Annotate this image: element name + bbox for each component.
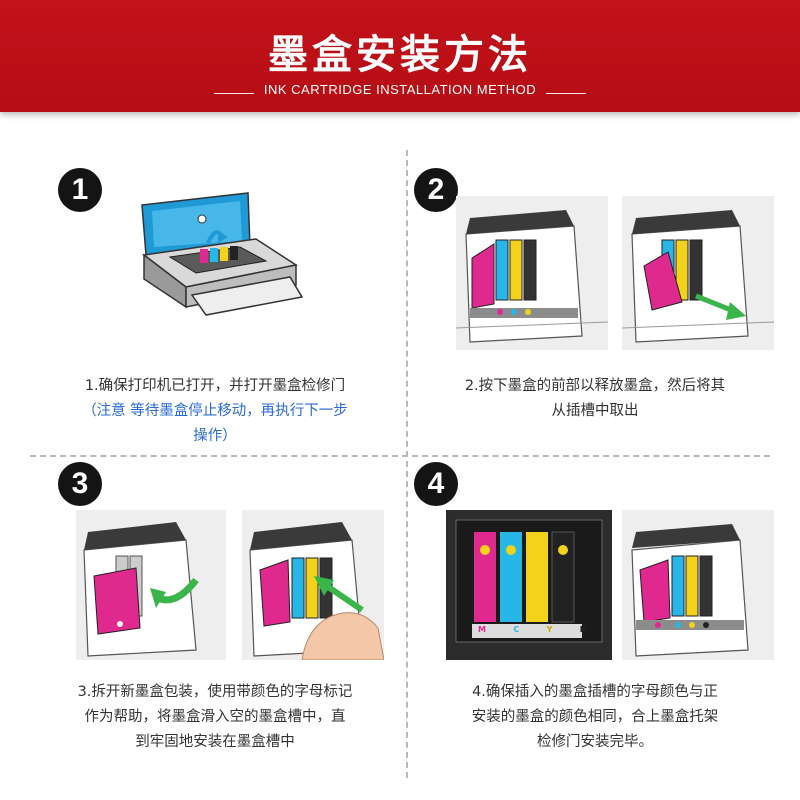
step-1-caption: 1.确保打印机已打开，并打开墨盒检修门 （注意 等待墨盒停止移动，再执行下一步 … [40, 374, 390, 449]
subtitle-line-left [214, 93, 254, 94]
cartridge-remove-illustration [622, 196, 774, 350]
step-2-number: 2 [414, 168, 458, 212]
header-banner: 墨盒安装方法 INK CARTRIDGE INSTALLATION METHOD [0, 0, 800, 112]
slot-label-c: C [513, 625, 520, 634]
slot-label-y: Y [546, 625, 553, 634]
vertical-divider [406, 150, 408, 778]
step-1-line-1: 1.确保打印机已打开，并打开墨盒检修门 [84, 378, 346, 394]
slot-label-k: K [579, 625, 586, 634]
slot-letter-labels: M C Y K [478, 625, 586, 634]
step-4-line-1: 4.确保插入的墨盒插槽的字母颜色与正 [472, 684, 718, 700]
step-3-line-3: 到牢固地安装在墨盒槽中 [135, 734, 295, 750]
step-4-line-3: 检修门安装完毕。 [537, 734, 653, 750]
insert-cartridge-illustration-2 [242, 510, 384, 660]
step-4-number: 4 [414, 462, 458, 506]
installed-cartridges-photo: M C Y K [446, 510, 612, 660]
horizontal-divider [30, 455, 770, 457]
insert-cartridge-illustration-1 [76, 510, 226, 660]
step-3-line-1: 3.拆开新墨盒包装，使用带颜色的字母标记 [77, 684, 353, 700]
step-2-line-1: 2.按下墨盒的前部以释放墨盒，然后将其 [464, 378, 726, 394]
cartridge-release-illustration [456, 196, 608, 350]
step-1-number: 1 [58, 168, 102, 212]
slot-label-m: M [478, 625, 486, 634]
step-2-caption: 2.按下墨盒的前部以释放墨盒，然后将其 从插槽中取出 [420, 374, 770, 424]
step-2-line-2: 从插槽中取出 [551, 403, 639, 419]
step-4-caption: 4.确保插入的墨盒插槽的字母颜色与正 安装的墨盒的颜色相同，合上墨盒托架 检修门… [420, 680, 770, 755]
printer-open-illustration [130, 185, 310, 325]
step-3-caption: 3.拆开新墨盒包装，使用带颜色的字母标记 作为帮助，将墨盒滑入空的墨盒槽中，直 … [40, 680, 390, 755]
page-subtitle: INK CARTRIDGE INSTALLATION METHOD [263, 82, 537, 97]
step-3-number: 3 [58, 462, 102, 506]
closed-carriage-illustration [622, 510, 774, 660]
subtitle-line-right [546, 93, 586, 94]
page-title: 墨盒安装方法 [268, 32, 532, 78]
step-1-note-1: （注意 等待墨盒停止移动，再执行下一步 [82, 403, 348, 419]
step-1-note-2: 操作） [193, 428, 237, 444]
step-3-line-2: 作为帮助，将墨盒滑入空的墨盒槽中，直 [84, 709, 346, 725]
step-4-line-2: 安装的墨盒的颜色相同，合上墨盒托架 [471, 709, 719, 725]
